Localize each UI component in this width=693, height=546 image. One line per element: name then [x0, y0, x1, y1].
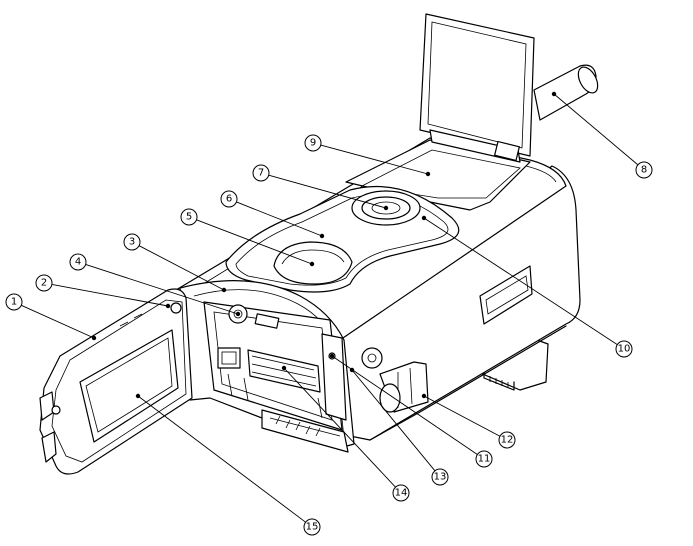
callout-number: 1 — [11, 297, 17, 308]
callout-leader-line — [196, 219, 313, 265]
camera-drawing — [39, 13, 599, 475]
callout-leader-line — [51, 284, 169, 307]
callout-leader-dot — [221, 287, 227, 293]
callout-14: 14 — [281, 365, 410, 502]
callout-leader-dot — [551, 91, 557, 97]
callout-10: 10 — [421, 215, 633, 358]
callout-leader-line — [320, 144, 429, 175]
callout-15: 15 — [135, 393, 321, 536]
callout-leader-dot — [319, 233, 325, 239]
callout-circle — [392, 484, 410, 502]
callout-circle — [498, 431, 516, 449]
callout-leader-dot — [421, 215, 427, 221]
callout-circle — [431, 468, 449, 486]
callout-leader-dot — [421, 393, 427, 399]
callout-circle — [252, 164, 270, 182]
callout-number: 4 — [75, 257, 81, 268]
callout-2: 2 — [35, 274, 171, 309]
callout-leader-dot — [91, 335, 97, 341]
callout-number: 9 — [310, 138, 316, 149]
callout-circle — [615, 340, 633, 358]
callout-4: 4 — [69, 253, 241, 317]
callout-leader-line — [268, 174, 387, 209]
callout-circle — [69, 253, 87, 271]
callout-leader-line — [236, 201, 323, 237]
callout-leader-dot — [329, 353, 335, 359]
callout-leader-dot — [309, 261, 315, 267]
front-door — [39, 288, 193, 475]
antenna — [533, 64, 599, 121]
callout-leader-line — [137, 395, 306, 523]
top-lid-open — [419, 13, 535, 163]
callout-leader-dot — [235, 311, 241, 317]
callout-leader-line — [138, 245, 225, 291]
callout-number: 3 — [129, 237, 135, 248]
callout-circle — [303, 518, 321, 536]
callout-leader-line — [553, 93, 639, 166]
callout-number: 10 — [618, 344, 631, 355]
callout-leader-line — [331, 355, 478, 455]
callout-number: 2 — [41, 278, 47, 289]
callout-circle — [5, 293, 23, 311]
callout-leader-line — [283, 367, 396, 488]
callout-12: 12 — [421, 393, 516, 449]
callout-3: 3 — [123, 233, 227, 293]
callout-leader-line — [85, 264, 239, 315]
callout-leader-line — [423, 217, 618, 345]
callout-13: 13 — [349, 367, 449, 486]
callout-9: 9 — [304, 134, 431, 177]
callout-circle — [220, 190, 238, 208]
latch — [361, 347, 429, 413]
callout-circle — [635, 161, 653, 179]
callout-circle — [180, 208, 198, 226]
callout-leader-line — [423, 395, 501, 437]
callout-leader-dot — [165, 303, 171, 309]
callout-number: 12 — [501, 435, 514, 446]
front-frame — [179, 280, 355, 453]
callout-leader-dot — [135, 393, 141, 399]
callout-1: 1 — [5, 293, 97, 341]
callout-leader-dot — [383, 205, 389, 211]
callout-6: 6 — [220, 190, 325, 239]
callout-number: 7 — [258, 168, 264, 179]
callout-leader-dot — [281, 365, 287, 371]
callout-circle — [304, 134, 322, 152]
callout-number: 11 — [478, 454, 491, 465]
callout-number: 14 — [395, 488, 408, 499]
callout-number: 8 — [641, 165, 647, 176]
callout-number: 13 — [434, 472, 447, 483]
callout-circle — [123, 233, 141, 251]
callout-number: 15 — [306, 522, 319, 533]
callout-leader-line — [351, 369, 436, 472]
callout-number: 5 — [186, 212, 192, 223]
callout-leader-dot — [425, 171, 431, 177]
callout-circle — [475, 450, 493, 468]
callout-circle — [35, 274, 53, 292]
callout-7: 7 — [252, 164, 389, 211]
callout-leader-line — [21, 304, 95, 339]
callout-8: 8 — [551, 91, 653, 179]
callout-number: 6 — [226, 194, 232, 205]
callout-leader-dot — [349, 367, 355, 373]
callout-11: 11 — [329, 353, 493, 468]
callout-5: 5 — [180, 208, 315, 267]
